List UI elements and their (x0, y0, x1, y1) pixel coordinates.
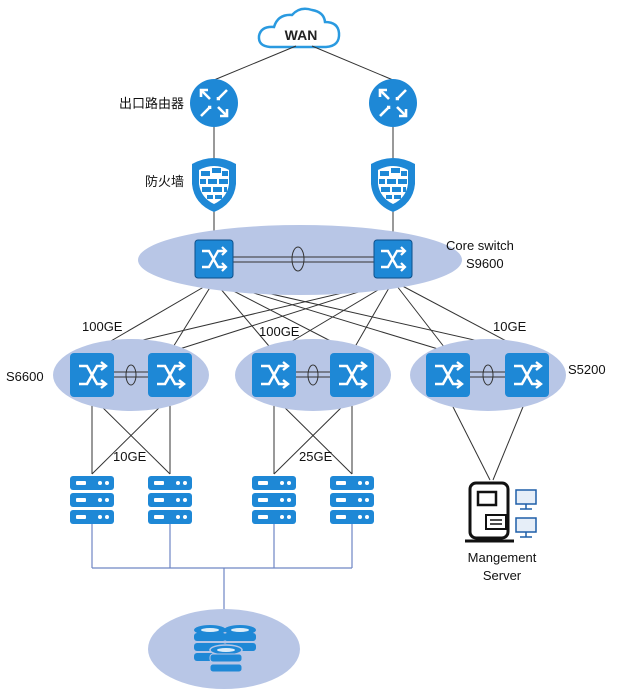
core-switch-icon-right (372, 238, 414, 280)
switch-icon-mid-2 (328, 351, 376, 399)
link-label-10ge-servers: 10GE (113, 449, 147, 464)
core-switch-icon-left (193, 238, 235, 280)
monitor-icon-top (515, 489, 537, 510)
management-terminal-icon (465, 481, 514, 543)
access-interlinks (114, 371, 505, 378)
server-rack-icon-1 (70, 476, 114, 524)
firewall-icon-left (192, 158, 236, 212)
switch-icon-s5200-2 (503, 351, 551, 399)
storage-bus (91, 524, 353, 614)
router-icon-left (188, 77, 240, 129)
switch-icon-s5200-1 (424, 351, 472, 399)
firewall-label: 防火墙 (145, 174, 184, 190)
mgmt-label-line2: Server (483, 568, 522, 583)
link-label-10ge-right: 10GE (493, 319, 527, 334)
s6600-label: S6600 (6, 369, 44, 384)
link-label-100ge-left: 100GE (82, 319, 123, 334)
core-switch-group (138, 225, 462, 295)
switch-icon-mid-1 (250, 351, 298, 399)
server-rack-icon-4 (330, 476, 374, 524)
s5200-label: S5200 (568, 362, 606, 377)
firewall-icon-right (371, 158, 415, 212)
monitor-icon-bottom (515, 517, 537, 538)
access-lag-icons (125, 364, 494, 386)
server-rack-icon-2 (148, 476, 192, 524)
core-switch-label-line1: Core switch (446, 238, 514, 253)
router-label: 出口路由器 (119, 96, 184, 112)
mgmt-label-line1: Mangement (468, 550, 537, 565)
core-switch-label-line2: S9600 (466, 256, 504, 271)
router-icon-right (367, 77, 419, 129)
database-icon (194, 625, 256, 673)
server-rack-icon-3 (252, 476, 296, 524)
wan-label: WAN (285, 27, 318, 43)
link-label-100ge-mid: 100GE (259, 324, 300, 339)
core-lag-icon (291, 246, 305, 272)
switch-icon-s6600-1 (68, 351, 116, 399)
switch-icon-s6600-2 (146, 351, 194, 399)
wan-cloud-icon (257, 7, 341, 49)
link-label-25ge-servers: 25GE (299, 449, 333, 464)
